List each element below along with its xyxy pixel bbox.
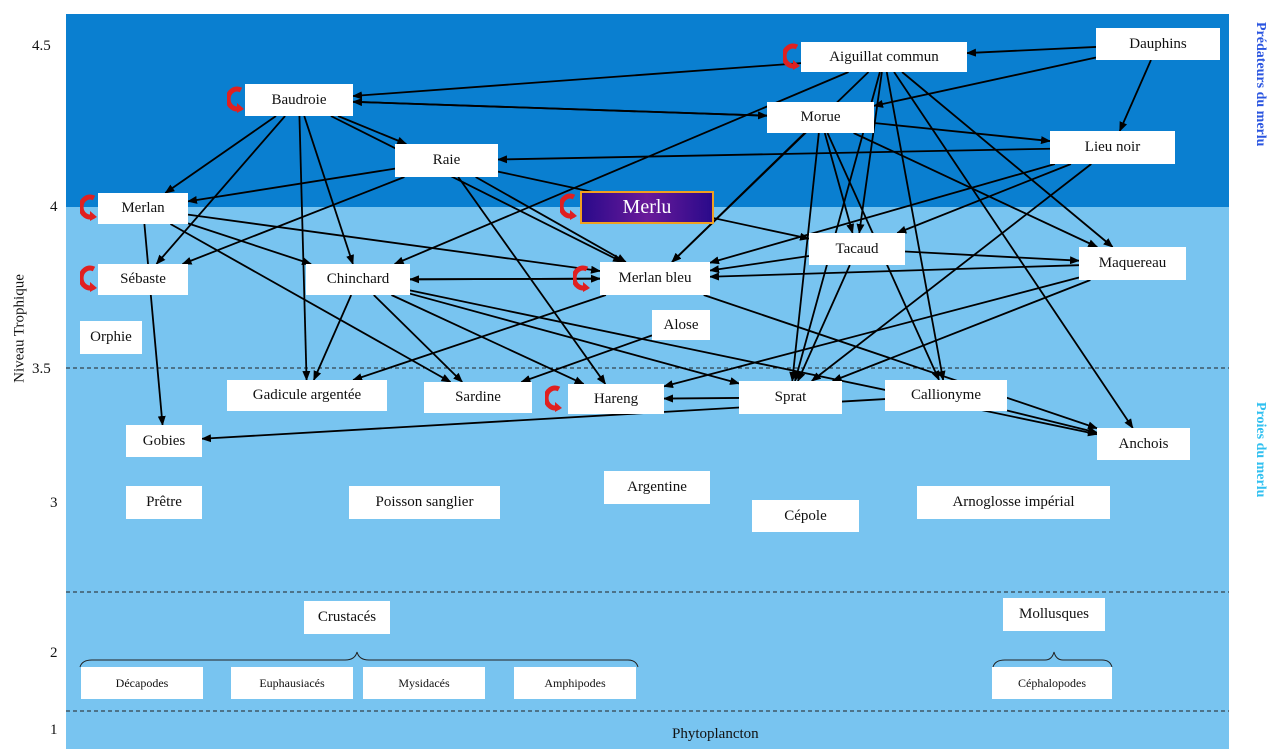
link-raie-to-sebaste — [181, 176, 405, 265]
node-merlu[interactable]: Merlu — [580, 191, 714, 224]
link-raie-to-hareng — [457, 176, 607, 385]
link-lieu_noir-to-merlan_bleu — [709, 163, 1056, 265]
link-baudroie-to-sebaste — [155, 115, 286, 265]
node-mollusques[interactable]: Mollusques — [1003, 598, 1105, 631]
node-cephalopodes[interactable]: Céphalopodes — [992, 667, 1112, 699]
cannibal-arrow-icon — [573, 265, 590, 292]
link-baudroie-to-merlan_bleu — [330, 115, 623, 263]
node-morue[interactable]: Morue — [767, 102, 874, 133]
link-aiguillat-to-anchois — [893, 71, 1134, 429]
crustaces-brace — [79, 651, 639, 668]
node-argentine[interactable]: Argentine — [604, 471, 710, 504]
node-sardine[interactable]: Sardine — [424, 382, 532, 413]
node-gadicule-argentee[interactable]: Gadicule argentée — [227, 380, 387, 411]
link-raie-to-merlan — [187, 167, 396, 204]
node-baudroie[interactable]: Baudroie — [245, 84, 353, 116]
link-lieu_noir-to-raie — [497, 147, 1051, 164]
y-tick: 4 — [50, 199, 58, 215]
node-gobies[interactable]: Gobies — [126, 425, 202, 457]
link-tacaud-to-maquereau — [904, 250, 1080, 265]
link-baudroie-to-chinchard — [303, 115, 354, 265]
node-crustaces[interactable]: Crustacés — [304, 601, 390, 634]
link-morue-to-tacaud — [823, 132, 855, 234]
link-tacaud-to-merlan_bleu — [709, 255, 810, 274]
node-chinchard[interactable]: Chinchard — [306, 264, 410, 295]
node-arnoglosse-imperial[interactable]: Arnoglosse impérial — [917, 486, 1110, 519]
node-pretre[interactable]: Prêtre — [126, 486, 202, 519]
cannibal-arrow-icon — [80, 265, 97, 292]
link-merlan_bleu-to-chinchard — [409, 275, 601, 284]
link-chinchard-to-gadicule — [312, 294, 353, 381]
node-euphausiaces[interactable]: Euphausiacés — [231, 667, 353, 699]
node-aiguillat-commun[interactable]: Aiguillat commun — [801, 42, 967, 72]
node-callionyme[interactable]: Callionyme — [885, 380, 1007, 411]
link-tacaud-to-sprat — [797, 264, 851, 382]
link-aiguillat-to-maquereau — [901, 71, 1114, 248]
mollusques-brace — [992, 651, 1113, 668]
cannibal-arrow-icon — [560, 193, 577, 220]
predators-label: Prédateurs du merlu — [1253, 22, 1268, 147]
node-merlan-bleu[interactable]: Merlan bleu — [600, 262, 710, 295]
link-baudroie-to-gadicule — [298, 115, 311, 381]
y-tick: 3 — [50, 495, 58, 511]
link-baudroie-to-merlan — [164, 115, 277, 194]
link-callionyme-to-anchois — [1006, 409, 1098, 435]
node-dauphins[interactable]: Dauphins — [1096, 28, 1220, 60]
link-dauphins-to-lieu_noir — [1118, 59, 1152, 132]
y-tick: 4.5 — [32, 38, 51, 54]
prey-label: Proies du merlu — [1253, 402, 1268, 498]
link-maquereau-to-merlan_bleu — [709, 264, 1080, 281]
link-raie-to-merlan_bleu — [475, 176, 627, 263]
link-chinchard-to-sprat — [409, 292, 740, 385]
node-cepole[interactable]: Cépole — [752, 500, 859, 532]
link-dauphins-to-aiguillat — [966, 46, 1097, 57]
node-merlan[interactable]: Merlan — [98, 193, 188, 224]
link-morue-to-lieu_noir — [873, 122, 1051, 145]
link-merlan_bleu-to-gadicule — [352, 294, 607, 381]
y-axis-label: Niveau Trophique — [11, 274, 28, 383]
link-merlan-to-gobies — [143, 223, 166, 426]
node-alose[interactable]: Alose — [652, 310, 710, 340]
cannibal-arrow-icon — [545, 385, 562, 412]
link-maquereau-to-sprat — [831, 279, 1091, 382]
link-sprat-to-hareng — [663, 394, 740, 403]
node-sebaste[interactable]: Sébaste — [98, 264, 188, 295]
node-decapodes[interactable]: Décapodes — [81, 667, 203, 699]
link-aiguillat-to-baudroie — [352, 62, 802, 100]
link-lieu_noir-to-tacaud — [896, 163, 1072, 234]
cannibal-arrow-icon — [227, 86, 244, 113]
link-baudroie-to-raie — [337, 115, 408, 145]
link-chinchard-to-sardine — [373, 294, 463, 383]
node-sprat[interactable]: Sprat — [739, 381, 842, 414]
node-raie[interactable]: Raie — [395, 144, 498, 177]
node-poisson-sanglier[interactable]: Poisson sanglier — [349, 486, 500, 519]
cannibal-arrow-icon — [783, 43, 800, 70]
y-tick: 1 — [50, 722, 58, 738]
link-merlan-to-merlan_bleu — [187, 213, 601, 274]
node-phytoplancton[interactable]: Phytoplancton — [672, 726, 759, 742]
cannibal-arrow-icon — [80, 194, 97, 221]
node-lieu-noir[interactable]: Lieu noir — [1050, 131, 1175, 164]
node-mysidaces[interactable]: Mysidacés — [363, 667, 485, 699]
node-maquereau[interactable]: Maquereau — [1079, 247, 1186, 280]
link-morue-to-baudroie — [352, 98, 768, 117]
link-merlan-to-chinchard — [187, 222, 313, 265]
y-tick: 3.5 — [32, 361, 51, 377]
link-merlan_bleu-to-anchois — [703, 294, 1098, 430]
link-maquereau-to-hareng — [663, 276, 1080, 388]
link-chinchard-to-hareng — [391, 294, 585, 385]
node-anchois[interactable]: Anchois — [1097, 428, 1190, 460]
y-tick: 2 — [50, 645, 58, 661]
link-lieu_noir-to-sprat — [810, 163, 1092, 382]
node-hareng[interactable]: Hareng — [568, 384, 664, 414]
node-amphipodes[interactable]: Amphipodes — [514, 667, 636, 699]
link-merlan-to-sardine — [170, 223, 452, 383]
link-alose-to-sardine — [520, 334, 653, 383]
node-tacaud[interactable]: Tacaud — [809, 233, 905, 265]
node-orphie[interactable]: Orphie — [80, 321, 142, 354]
